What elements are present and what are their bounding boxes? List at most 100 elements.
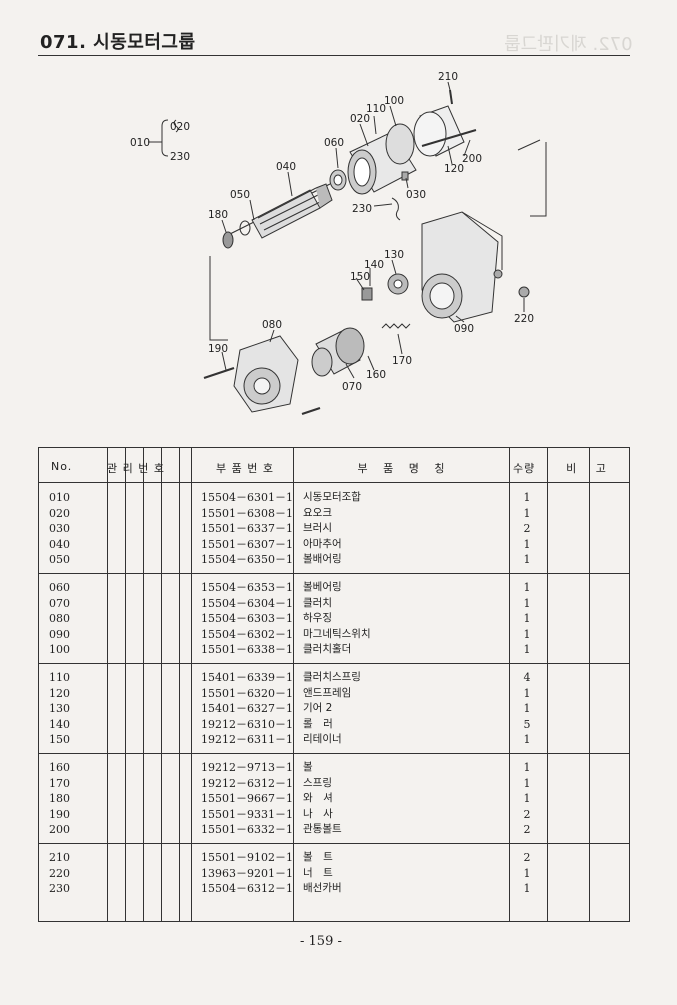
row-part-number: 13963－9201－1 bbox=[201, 866, 293, 880]
header-note: 비 고 bbox=[566, 462, 614, 475]
row-quantity: 1 bbox=[523, 643, 531, 657]
row-quantity: 1 bbox=[523, 882, 531, 896]
row-quantity: 1 bbox=[523, 537, 531, 551]
housing-icon bbox=[233, 335, 299, 413]
row-quantity: 1 bbox=[523, 627, 531, 641]
row-part-name: 브러시 bbox=[303, 522, 332, 535]
header-management-number: 관 리 번 호 bbox=[107, 462, 165, 475]
row-number: 130 bbox=[49, 702, 70, 716]
row-part-number: 15401－6339－1 bbox=[201, 671, 293, 684]
header-no: No. bbox=[51, 460, 73, 473]
callout-060: 060 bbox=[324, 137, 344, 149]
callout-210: 210 bbox=[438, 71, 458, 83]
row-number: 090 bbox=[49, 627, 70, 641]
row-part-name: 볼배어링 bbox=[303, 553, 342, 566]
row-part-number: 19212－6312－1 bbox=[201, 776, 293, 790]
row-number: 170 bbox=[49, 776, 70, 790]
row-number: 020 bbox=[49, 506, 70, 520]
row-part-name: 볼 bbox=[303, 761, 313, 773]
row-quantity: 1 bbox=[523, 761, 531, 774]
row-part-number: 15501－9102－1 bbox=[201, 851, 293, 864]
row-number: 160 bbox=[49, 761, 70, 774]
row-number: 080 bbox=[49, 612, 70, 626]
row-part-number: 15504－6350－1 bbox=[201, 553, 293, 567]
header-part-name: 부 품 명 칭 bbox=[357, 462, 451, 475]
callout-040: 040 bbox=[276, 161, 296, 173]
row-part-name: 리테이너 bbox=[303, 733, 342, 746]
row-part-number: 15501－6307－1 bbox=[201, 537, 293, 551]
row-quantity: 1 bbox=[523, 506, 531, 520]
callout-160: 160 bbox=[366, 369, 386, 381]
row-quantity: 1 bbox=[523, 581, 531, 594]
callout-070: 070 bbox=[342, 381, 362, 393]
callout-020: 020 bbox=[350, 113, 370, 125]
row-part-name: 아마추어 bbox=[303, 537, 342, 550]
callout-130: 130 bbox=[384, 249, 404, 261]
callout-100: 100 bbox=[384, 95, 404, 107]
callout-080: 080 bbox=[262, 319, 282, 331]
row-part-name: 시동모터조합 bbox=[303, 491, 361, 503]
armature-icon bbox=[251, 183, 333, 239]
row-part-name: 볼 트 bbox=[303, 851, 333, 863]
row-quantity: 1 bbox=[523, 702, 531, 716]
group-divider bbox=[39, 753, 629, 754]
column-divider bbox=[589, 448, 590, 921]
row-quantity: 5 bbox=[523, 717, 531, 731]
row-part-number: 15501－6320－1 bbox=[201, 686, 293, 700]
column-divider bbox=[191, 448, 192, 921]
group-divider bbox=[39, 843, 629, 844]
callout-050: 050 bbox=[230, 189, 250, 201]
row-part-name: 클러치홀더 bbox=[303, 643, 352, 656]
callout-010: 010 bbox=[130, 137, 150, 149]
row-quantity: 2 bbox=[523, 522, 531, 536]
row-part-number: 19212－9713－1 bbox=[201, 761, 293, 774]
row-number: 150 bbox=[49, 733, 70, 747]
row-part-number: 15501－6308－1 bbox=[201, 506, 293, 520]
row-part-number: 15504－6312－1 bbox=[201, 882, 293, 896]
row-part-number: 19212－6311－1 bbox=[201, 733, 293, 747]
row-part-name: 너 트 bbox=[303, 866, 333, 879]
row-part-number: 19212－6310－1 bbox=[201, 717, 293, 731]
bleed-through-title: 072. 제기판그룹 bbox=[504, 34, 633, 55]
page-title: 071. 시동모터그룹 bbox=[40, 32, 196, 53]
row-part-name: 볼베어링 bbox=[303, 581, 342, 593]
group-divider bbox=[39, 663, 629, 664]
row-part-name: 관통볼트 bbox=[303, 823, 342, 836]
callout-150: 150 bbox=[350, 271, 370, 283]
callout-230: 230 bbox=[352, 203, 372, 215]
row-part-name: 하우징 bbox=[303, 612, 332, 625]
row-part-name: 와 셔 bbox=[303, 792, 333, 805]
header-part-number: 부 품 번 호 bbox=[216, 462, 274, 475]
row-quantity: 1 bbox=[523, 612, 531, 626]
row-quantity: 1 bbox=[523, 792, 531, 806]
row-part-name: 기어 2 bbox=[303, 702, 333, 715]
row-number: 100 bbox=[49, 643, 70, 657]
callout-190: 190 bbox=[208, 343, 228, 355]
row-part-name: 요오크 bbox=[303, 506, 332, 519]
row-quantity: 1 bbox=[523, 733, 531, 747]
row-number: 110 bbox=[49, 671, 70, 684]
callout-220: 220 bbox=[514, 313, 534, 325]
row-quantity: 2 bbox=[523, 851, 531, 864]
row-number: 200 bbox=[49, 823, 70, 837]
row-part-name: 클러치 bbox=[303, 596, 332, 609]
callout-020: 020 bbox=[170, 121, 190, 133]
row-part-name: 마그네틱스위치 bbox=[303, 627, 371, 640]
callout-170: 170 bbox=[392, 355, 412, 367]
page-number: - 159 - bbox=[300, 934, 342, 949]
column-divider bbox=[107, 448, 108, 921]
callout-140: 140 bbox=[364, 259, 384, 271]
row-part-number: 15504－6301－1 bbox=[201, 491, 293, 504]
row-number: 010 bbox=[49, 491, 70, 504]
row-number: 190 bbox=[49, 807, 70, 821]
row-quantity: 1 bbox=[523, 596, 531, 610]
row-number: 120 bbox=[49, 686, 70, 700]
callout-230: 230 bbox=[170, 151, 190, 163]
magnetic-switch-icon bbox=[421, 211, 503, 323]
row-quantity: 1 bbox=[523, 776, 531, 790]
row-quantity: 1 bbox=[523, 491, 531, 504]
callout-120: 120 bbox=[444, 163, 464, 175]
column-divider bbox=[547, 448, 548, 921]
row-part-name: 클러치스프링 bbox=[303, 671, 361, 683]
column-divider bbox=[125, 448, 126, 921]
